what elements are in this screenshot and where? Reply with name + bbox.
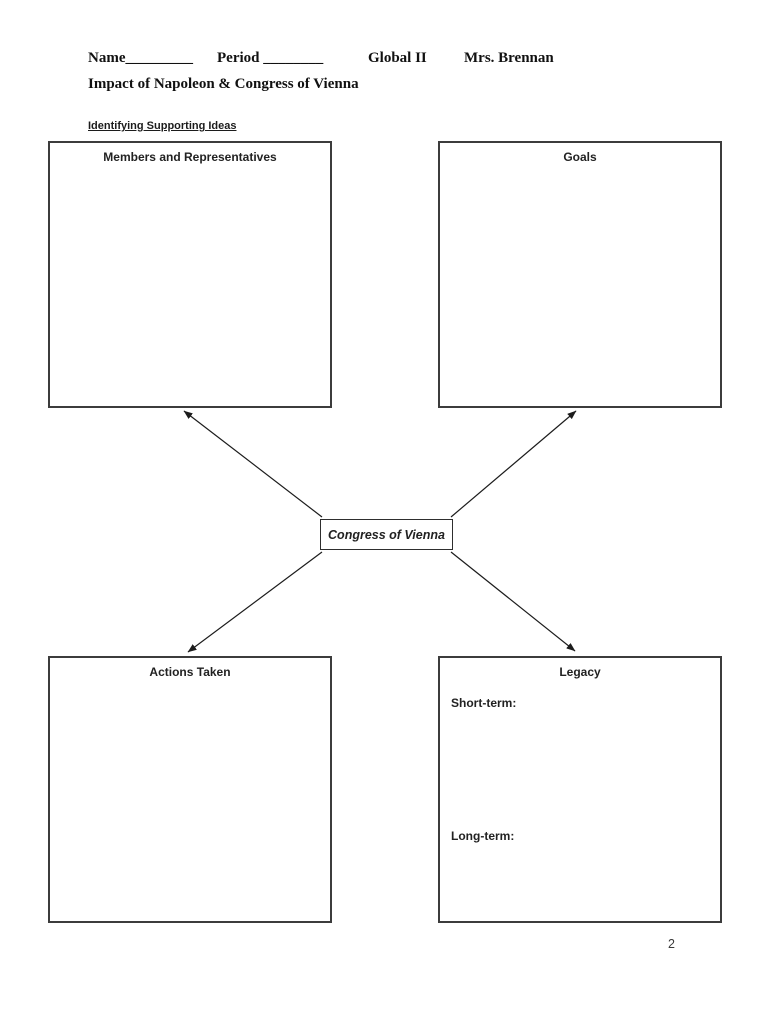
arrow-to-goals bbox=[450, 410, 577, 518]
congress-of-vienna-label: Congress of Vienna bbox=[328, 527, 445, 542]
members-box: Members and Representatives bbox=[48, 141, 332, 408]
members-box-title: Members and Representatives bbox=[103, 150, 277, 164]
goals-box-title: Goals bbox=[563, 150, 597, 164]
page-number: 2 bbox=[668, 937, 675, 951]
legacy-box-title: Legacy bbox=[559, 665, 601, 679]
long-term-label: Long-term: bbox=[451, 829, 515, 843]
course-label: Global II bbox=[368, 50, 427, 66]
period-blank-label: Period ________ bbox=[217, 50, 324, 66]
section-heading: Identifying Supporting Ideas bbox=[88, 120, 237, 132]
name-blank-label: Name_________ bbox=[88, 50, 193, 66]
actions-box-title: Actions Taken bbox=[149, 665, 231, 679]
legacy-box: Legacy Short-term: Long-term: bbox=[438, 656, 722, 923]
teacher-label: Mrs. Brennan bbox=[464, 50, 554, 66]
arrow-to-members bbox=[183, 410, 323, 518]
goals-box: Goals bbox=[438, 141, 722, 408]
worksheet-title: Impact of Napoleon & Congress of Vienna bbox=[88, 76, 359, 92]
congress-of-vienna-node: Congress of Vienna bbox=[320, 519, 453, 550]
arrow-to-legacy bbox=[450, 551, 576, 652]
arrow-to-actions bbox=[187, 551, 323, 653]
actions-box: Actions Taken bbox=[48, 656, 332, 923]
short-term-label: Short-term: bbox=[451, 696, 517, 710]
